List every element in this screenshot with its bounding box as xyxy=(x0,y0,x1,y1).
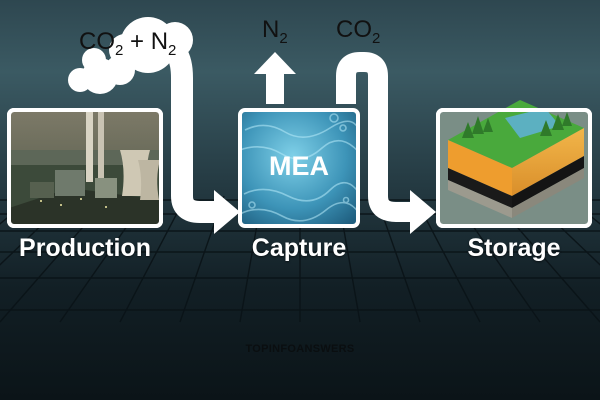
storage-label: Storage xyxy=(467,234,561,262)
nitrogen-formula: N2 xyxy=(262,16,288,47)
capture-label: Capture xyxy=(251,234,347,262)
nitrogen-vent-arrow xyxy=(254,52,296,104)
captured-flow-arrow xyxy=(336,52,436,234)
mea-label: MEA xyxy=(269,151,329,181)
power-plant-illustration xyxy=(9,110,161,226)
water-ripple-texture xyxy=(240,113,358,222)
input-flow-arrow xyxy=(158,34,240,234)
carbon-dioxide-formula: CO2 xyxy=(336,16,381,47)
watermark-text: TOPINFOANSWERS xyxy=(245,343,355,355)
storage-panel xyxy=(436,100,592,228)
capture-panel xyxy=(238,108,360,228)
production-panel xyxy=(7,108,163,228)
geology-block-illustration xyxy=(448,100,584,218)
production-label: Production xyxy=(19,234,151,262)
input-flow-formula: CO2 + N2 xyxy=(79,28,177,59)
